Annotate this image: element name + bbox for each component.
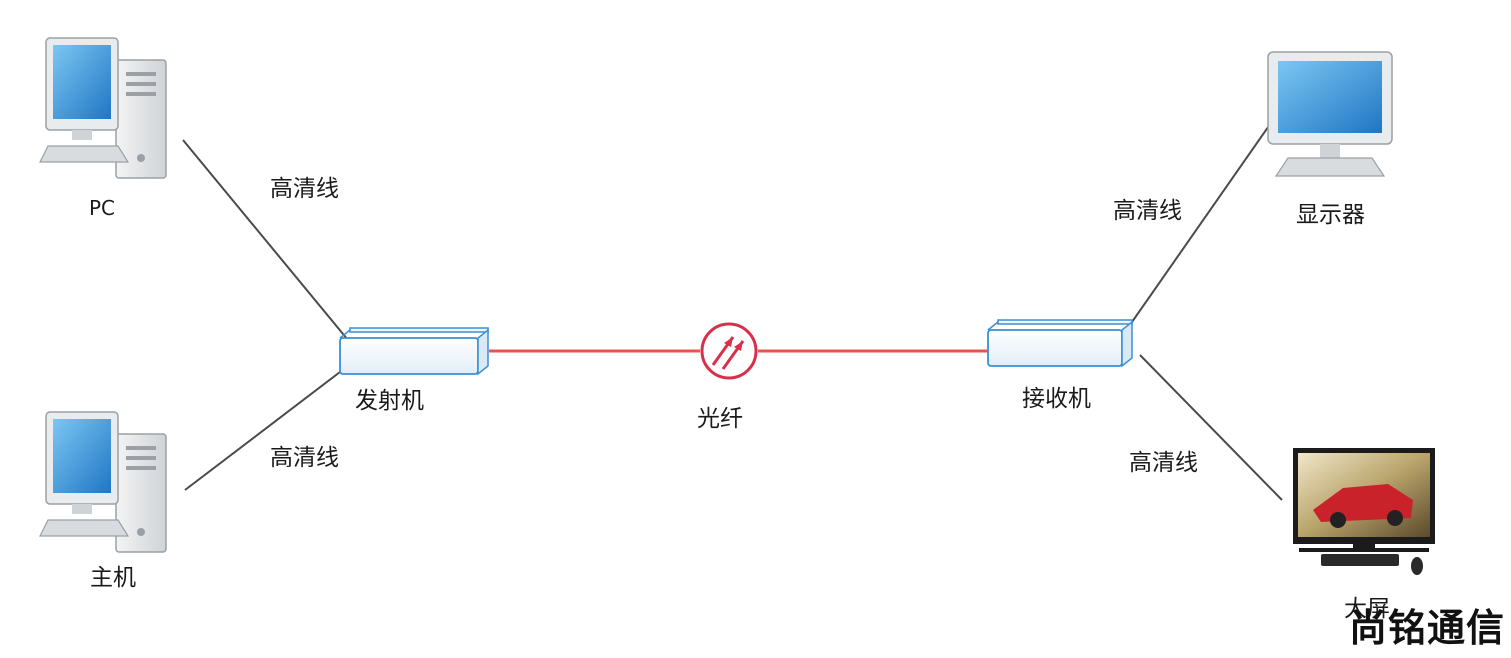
monitor-icon: [1267, 51, 1393, 177]
fiber-label: 光纤: [697, 406, 743, 432]
cable-pc-transmitter: [182, 139, 349, 341]
desktop-computer-icon: [39, 37, 167, 179]
brand-watermark: 尚铭通信: [1348, 606, 1505, 650]
desktop-computer-icon: [39, 411, 167, 553]
tv-screen-icon: [1293, 448, 1435, 575]
pc-label: PC: [89, 196, 116, 220]
cable-label-host: 高清线: [270, 445, 339, 471]
receiver-label: 接收机: [1022, 386, 1091, 412]
cable-label-monitor: 高清线: [1113, 198, 1182, 224]
monitor-label: 显示器: [1296, 202, 1365, 228]
cable-receiver-monitor: [1131, 119, 1274, 323]
big-screen-label: 大屏: [1344, 596, 1390, 622]
transmitter-label: 发射机: [355, 388, 424, 414]
cable-label-bigscreen: 高清线: [1129, 450, 1198, 476]
optical-transmitter-icon: [339, 327, 489, 376]
optical-receiver-icon: [987, 319, 1133, 368]
cable-receiver-bigscreen: [1139, 354, 1283, 501]
cable-host-transmitter: [184, 371, 341, 491]
cable-label-pc: 高清线: [270, 176, 339, 202]
host-label: 主机: [90, 565, 136, 591]
fiber-optic-icon: [700, 322, 758, 380]
